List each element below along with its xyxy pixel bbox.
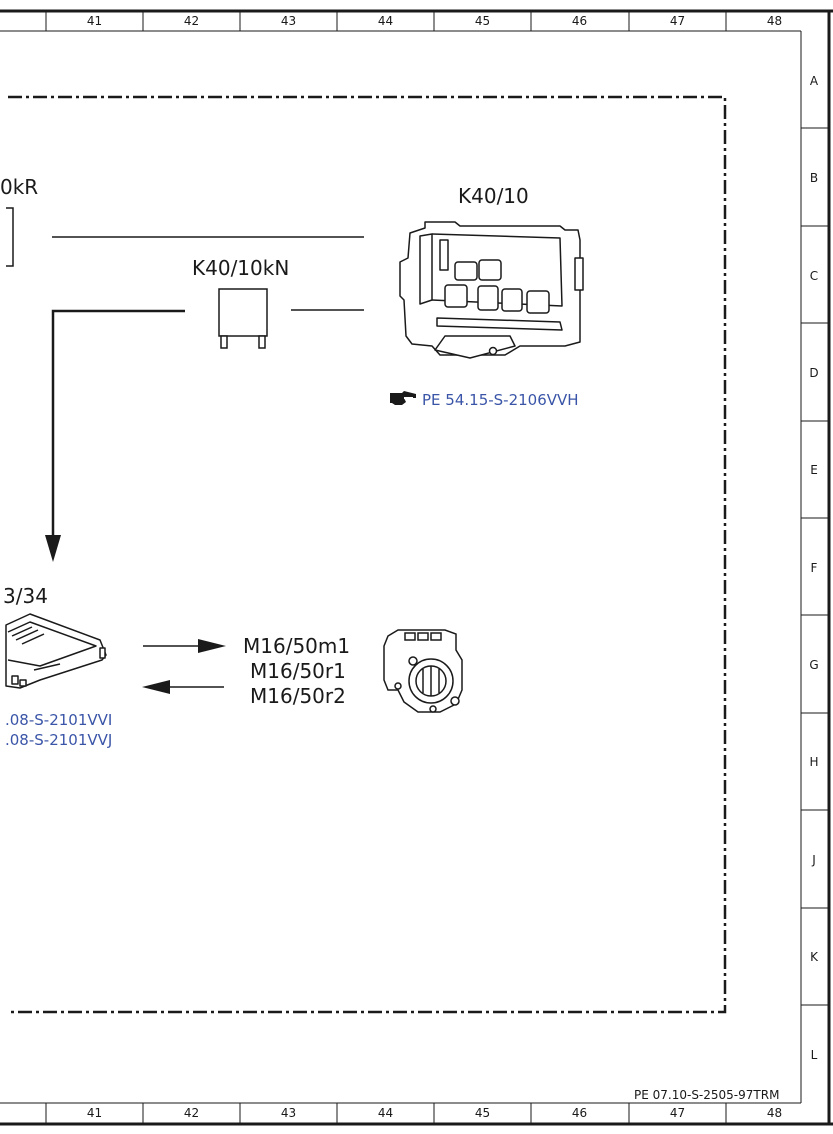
row-label-d: D xyxy=(809,366,819,380)
component-label-kr-partial: 0kR xyxy=(0,175,39,199)
component-label-m16-50r1: M16/50r1 xyxy=(250,659,346,683)
column-label-43-bottom: 43 xyxy=(280,1106,297,1120)
ref-link-k40-10[interactable]: PE 54.15-S-2106VVH xyxy=(422,391,579,409)
column-label-42-top: 42 xyxy=(183,14,200,28)
column-label-44-bottom: 44 xyxy=(377,1106,394,1120)
column-label-42-bottom: 42 xyxy=(183,1106,200,1120)
row-label-a: A xyxy=(809,74,819,88)
fuse-box-k40-10-drawing xyxy=(399,221,584,359)
document-id: PE 07.10-S-2505-97TRM xyxy=(634,1088,780,1102)
arrow-down-head xyxy=(45,535,61,562)
column-label-43-top: 43 xyxy=(280,14,297,28)
column-label-48-top: 48 xyxy=(766,14,783,28)
row-label-l: L xyxy=(810,1048,818,1062)
kr-component-partial xyxy=(6,207,14,267)
column-label-45-bottom: 45 xyxy=(474,1106,491,1120)
row-label-b: B xyxy=(809,171,819,185)
column-label-41-top: 41 xyxy=(86,14,103,28)
column-label-44-top: 44 xyxy=(377,14,394,28)
signal-arrows xyxy=(143,645,224,688)
component-label-m16-50r2: M16/50r2 xyxy=(250,684,346,708)
component-label-b34-partial: 3/34 xyxy=(3,584,48,608)
row-label-k: K xyxy=(810,950,818,964)
column-label-46-bottom: 46 xyxy=(571,1106,588,1120)
component-label-k40-10: K40/10 xyxy=(458,184,529,208)
row-label-c: C xyxy=(809,269,819,283)
column-dividers xyxy=(45,11,727,1124)
row-label-g: G xyxy=(809,658,819,672)
signal-path-down xyxy=(51,309,185,540)
column-label-47-bottom: 47 xyxy=(669,1106,686,1120)
row-label-f: F xyxy=(810,561,818,575)
row-label-e: E xyxy=(810,463,818,477)
row-dividers xyxy=(801,127,829,1006)
system-boundary xyxy=(8,95,727,1014)
column-label-45-top: 45 xyxy=(474,14,491,28)
relay-k40-10kn-symbol xyxy=(218,288,268,349)
column-label-47-top: 47 xyxy=(669,14,686,28)
row-label-j: J xyxy=(812,853,816,867)
arrow-right-head xyxy=(198,639,226,653)
throttle-body-m16-50-drawing xyxy=(383,629,463,713)
row-label-h: H xyxy=(809,755,819,769)
component-label-m16-50m1: M16/50m1 xyxy=(243,634,351,658)
connection-lines xyxy=(52,236,364,311)
arrow-left-head xyxy=(142,680,170,694)
column-label-41-bottom: 41 xyxy=(86,1106,103,1120)
component-label-k40-10kn: K40/10kN xyxy=(192,256,290,280)
control-unit-partial-drawing xyxy=(5,613,107,689)
pointing-hand-icon xyxy=(390,391,416,405)
ref-link-vvi[interactable]: .08-S-2101VVI xyxy=(5,711,113,729)
ref-link-vvj[interactable]: .08-S-2101VVJ xyxy=(5,731,113,749)
column-label-46-top: 46 xyxy=(571,14,588,28)
column-label-48-bottom: 48 xyxy=(766,1106,783,1120)
